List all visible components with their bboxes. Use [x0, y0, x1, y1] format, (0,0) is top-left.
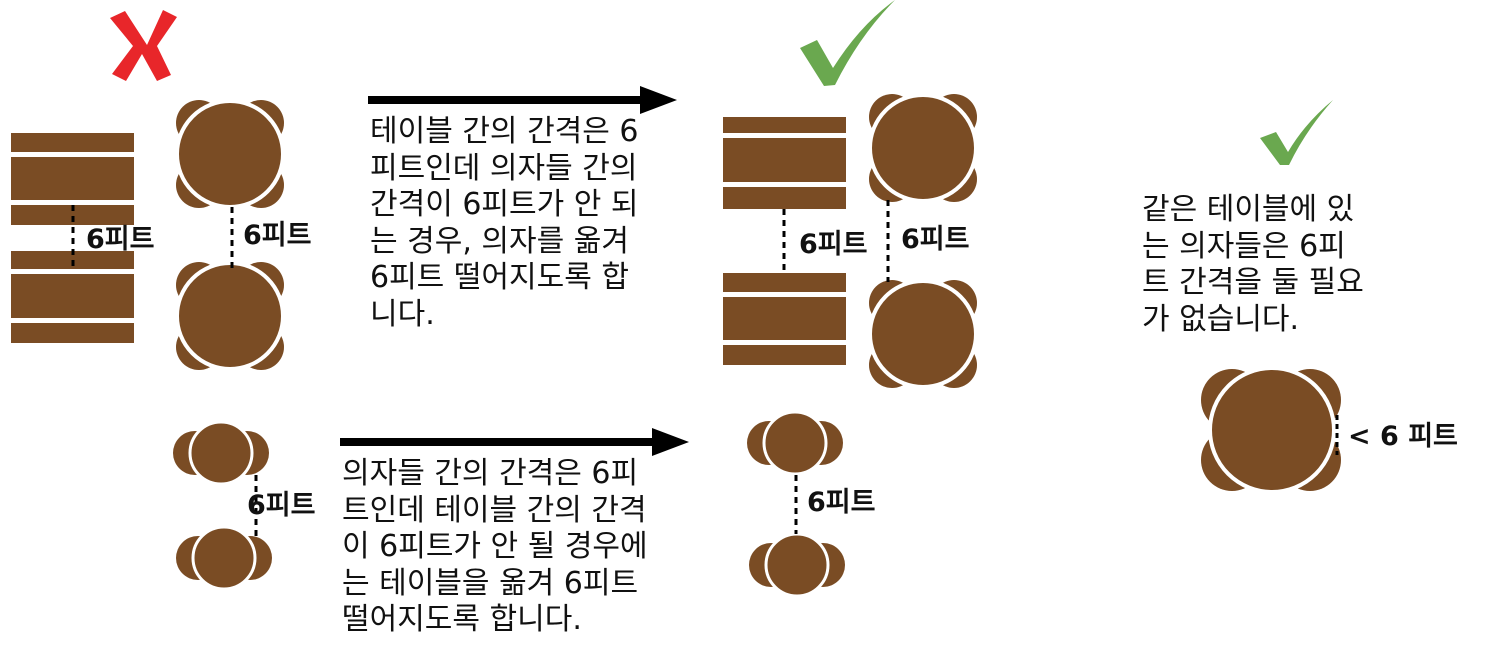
distance-label: 6피트: [86, 224, 155, 255]
check-icon: [1260, 100, 1333, 165]
text-line: 이 6피트가 안 될 경우에: [342, 529, 648, 564]
text-line: 는 의자들은 6피: [1142, 228, 1346, 264]
round-table-with-chairs: [174, 260, 286, 372]
text-line: 트 간격을 둘 필요: [1142, 265, 1364, 300]
distance-label: 6피트: [799, 229, 868, 260]
small-table-with-chairs: [171, 420, 271, 486]
distance-label: 6피트: [807, 487, 876, 518]
text-line: 떨어지도록 합니다.: [342, 602, 582, 637]
text-line: 는 테이블을 옮겨 6피트: [342, 565, 639, 601]
round-table-with-chairs: [174, 98, 286, 210]
text-line: 는 경우, 의자를 옮겨: [370, 223, 629, 259]
distance-label: < 6 피트: [1348, 421, 1458, 452]
text-line: 같은 테이블에 있: [1142, 192, 1355, 227]
text-line: 피트인데 의자들 간의: [370, 150, 638, 186]
small-table-with-chairs: [174, 525, 274, 591]
text-line: 6피트 떨어지도록 합: [370, 260, 629, 295]
text-line: 간격이 6피트가 안 되: [370, 187, 639, 222]
instruction-text-chair-spacing: 테이블 간의 간격은 6 피트인데 의자들 간의 간격이 6피트가 안 되 는 …: [370, 114, 639, 333]
text-line: 가 없습니다.: [1142, 301, 1300, 337]
text-line: 의자들 간의 간격은 6피: [342, 456, 639, 491]
long-table: [723, 117, 846, 209]
small-table-with-chairs: [745, 410, 845, 476]
text-line: 트인데 테이블 간의 간격: [342, 492, 647, 528]
round-table-with-chairs: [1201, 366, 1341, 494]
small-table-with-chairs: [747, 532, 847, 598]
check-icon: [800, 0, 895, 86]
text-line: 테이블 간의 간격은 6: [370, 114, 639, 149]
round-table-with-chairs: [867, 92, 979, 204]
instruction-text-table-spacing: 의자들 간의 간격은 6피 트인데 테이블 간의 간격 이 6피트가 안 될 경…: [342, 456, 648, 639]
distance-label: 6피트: [243, 220, 312, 251]
arrow-right-icon: [340, 428, 689, 456]
long-table: [723, 273, 846, 365]
long-table: [11, 251, 134, 343]
cross-icon: [110, 10, 177, 81]
text-line: 니다.: [370, 296, 435, 332]
long-table: [11, 133, 134, 225]
arrow-right-icon: [368, 86, 677, 114]
instruction-text-same-table: 같은 테이블에 있 는 의자들은 6피 트 간격을 둘 필요 가 없습니다.: [1142, 192, 1364, 338]
distance-label: 6피트: [901, 224, 970, 255]
distance-label: 6피트: [247, 490, 316, 521]
round-table-with-chairs: [867, 278, 979, 390]
